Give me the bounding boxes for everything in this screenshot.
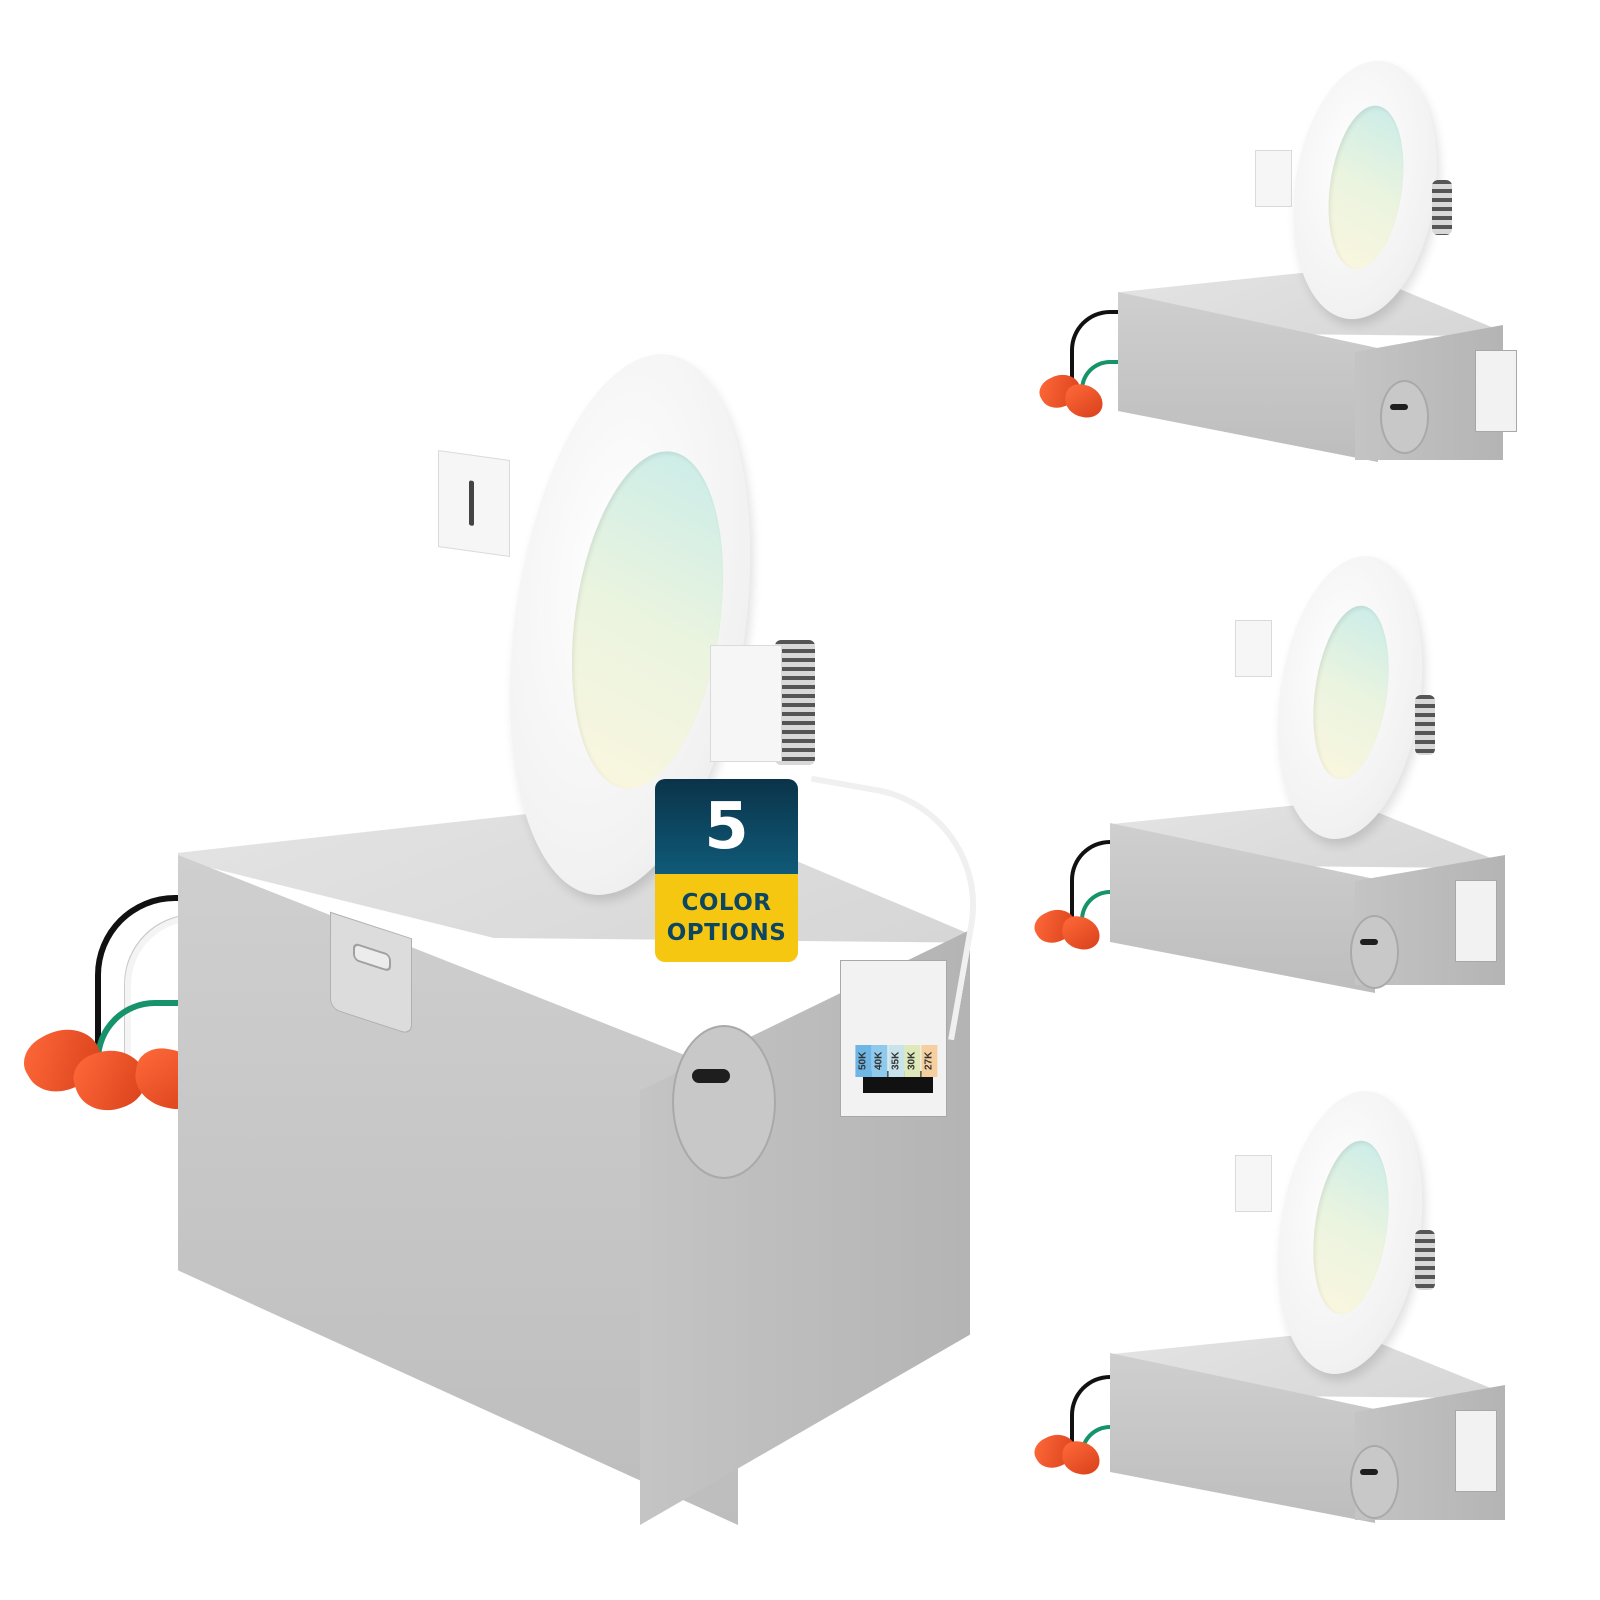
knockout-plate	[672, 1025, 776, 1179]
torsion-spring	[1415, 695, 1435, 755]
black-wire	[1070, 310, 1124, 394]
badge-number: 5	[704, 789, 749, 864]
bracket-slot	[469, 480, 474, 526]
badge-line-1: COLOR	[681, 890, 772, 916]
knockout-slot	[692, 1069, 730, 1083]
knockout-slot	[1360, 1469, 1378, 1475]
mounting-bracket	[1255, 150, 1292, 207]
connector-port	[1455, 1410, 1497, 1492]
mounting-bracket	[438, 449, 510, 558]
mounting-bracket	[1235, 1155, 1272, 1212]
green-wire	[1080, 360, 1124, 394]
badge-line-2: OPTIONS	[666, 920, 787, 946]
black-wire	[95, 895, 211, 1071]
cct-27k: 27K	[920, 1045, 938, 1077]
cct-30k: 30K	[904, 1045, 921, 1077]
small-downlight-unit-2	[1010, 546, 1530, 993]
torsion-spring	[1415, 1230, 1435, 1290]
connector-port	[1475, 350, 1517, 432]
spring-housing	[710, 645, 782, 762]
knockout-slot	[1360, 939, 1378, 945]
badge-number-panel: 5	[655, 779, 798, 874]
badge-text-panel: COLOR OPTIONS	[655, 874, 798, 962]
knockout-plate	[1350, 1445, 1399, 1519]
knockout-plate	[1380, 380, 1429, 454]
knockout-plate	[1350, 915, 1399, 989]
green-wire	[1080, 890, 1124, 924]
main-downlight-unit: 50K 40K 35K 30K 27K	[15, 338, 996, 1525]
clip-slot	[353, 942, 391, 973]
connector-port: 50K 40K 35K 30K 27K	[840, 960, 947, 1117]
connector-port	[1455, 880, 1497, 962]
mounting-bracket	[1235, 620, 1272, 677]
cct-label-strip: 50K 40K 35K 30K 27K	[855, 1045, 938, 1077]
cct-40k: 40K	[871, 1045, 888, 1077]
small-downlight-unit-3	[1010, 1081, 1530, 1523]
cct-50k: 50K	[855, 1045, 872, 1077]
small-downlight-unit-1	[1010, 51, 1530, 462]
torsion-spring	[1432, 180, 1452, 235]
black-wire	[1070, 1375, 1124, 1459]
black-wire	[1070, 840, 1124, 924]
color-options-badge: 5 COLOR OPTIONS	[655, 779, 798, 962]
cct-35k: 35K	[887, 1045, 905, 1077]
knockout-slot	[1390, 404, 1408, 410]
